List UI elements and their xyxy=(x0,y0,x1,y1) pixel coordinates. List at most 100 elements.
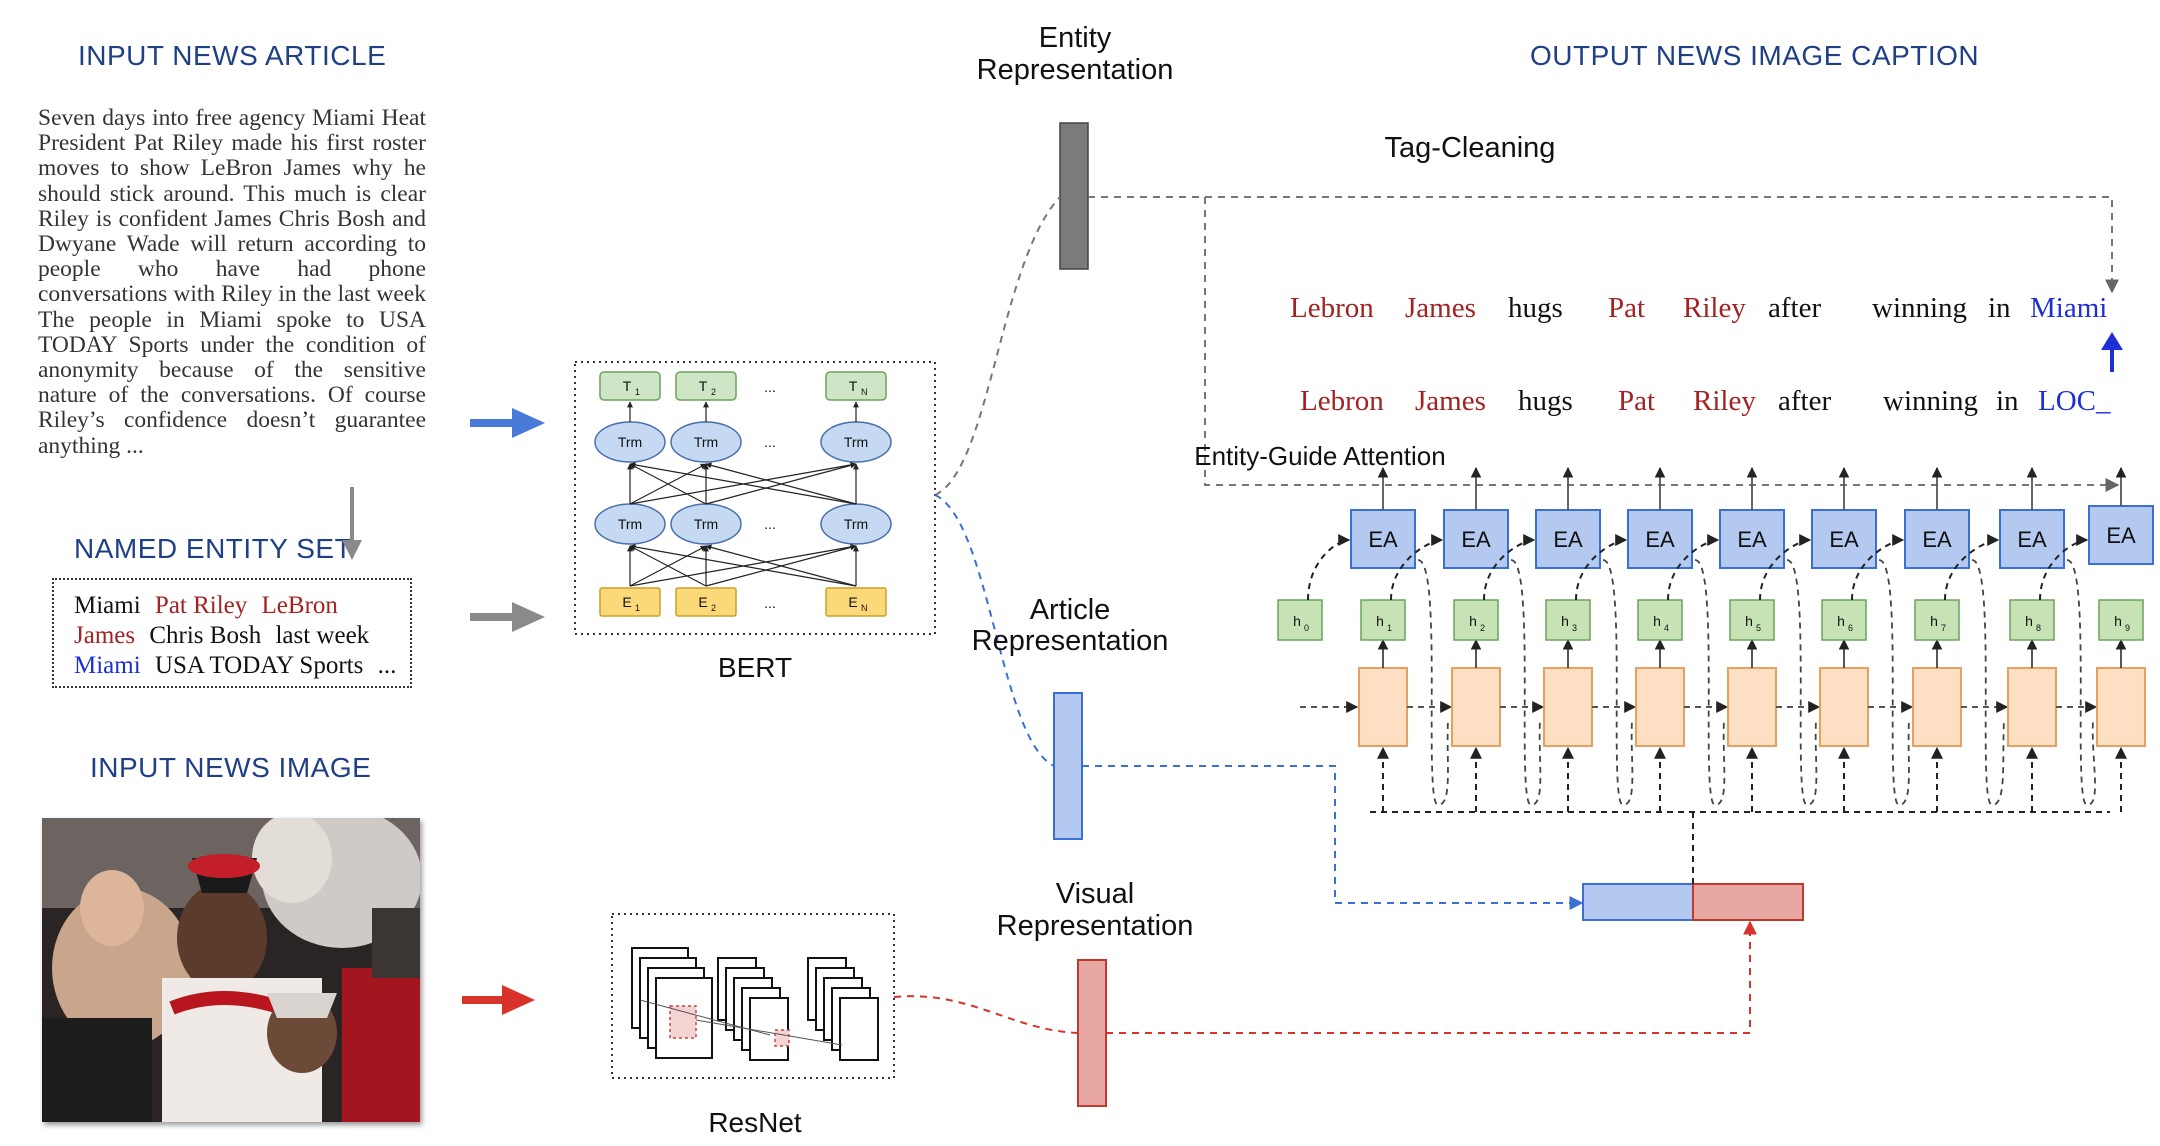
hidden-state-label: h xyxy=(1561,613,1569,629)
hidden-state-sub: 4 xyxy=(1664,623,1669,633)
hidden-state-box xyxy=(1821,599,1867,641)
bert-output-token xyxy=(675,371,737,401)
hidden-state-label: h xyxy=(2114,613,2122,629)
caption-word: Pat xyxy=(1608,292,1646,324)
bert-output-token-label: T xyxy=(849,378,858,394)
caption-word: James xyxy=(1415,385,1486,417)
attention-loop-edge xyxy=(1971,559,2005,806)
bert-input-token-label: E xyxy=(622,594,631,610)
caption-word: Miami xyxy=(2030,292,2108,324)
hidden-state-box xyxy=(1729,599,1775,641)
bert-output-token xyxy=(599,371,661,401)
resnet-projection-line xyxy=(695,1019,843,1046)
bert-label: BERT xyxy=(717,652,793,683)
fusion-article-part xyxy=(1582,883,1694,921)
hidden-state-sub: 5 xyxy=(1756,623,1761,633)
visual-rep-label-1: Visual xyxy=(1055,878,1135,910)
entity-attention-label: EA xyxy=(1922,527,1952,552)
bert-output-token-label: T xyxy=(623,378,632,394)
entity-pat-riley: Pat Riley xyxy=(154,592,248,619)
caption-word: in xyxy=(1988,292,2011,324)
image-input-arrow-icon xyxy=(502,985,535,1015)
caption-word: Lebron xyxy=(1300,385,1384,417)
entity-guide-attention-label: Entity-Guide Attention xyxy=(1194,441,1446,471)
caption-word: after xyxy=(1768,292,1822,324)
attention-loop-edge xyxy=(1786,559,1818,806)
hidden-to-attention-edge xyxy=(1483,534,1536,601)
bert-trm-label: Trm xyxy=(844,434,868,450)
entity-attention-label: EA xyxy=(1737,527,1767,552)
rnn-cell xyxy=(1543,667,1593,747)
rnn-cell xyxy=(1819,667,1869,747)
hidden-state-box xyxy=(1277,599,1323,641)
rnn-cell xyxy=(1635,667,1685,747)
caption-word: Pat xyxy=(1618,385,1656,417)
entity-attention-box xyxy=(1811,509,1877,569)
article-to-fusion-path xyxy=(1082,765,1584,910)
bert-input-token-label: E xyxy=(698,594,707,610)
attention-loop-edge xyxy=(1694,559,1726,806)
bert-to-entity-connector xyxy=(934,196,1061,496)
bert-trm-label: Trm xyxy=(694,434,718,450)
input-news-photo xyxy=(42,818,420,1122)
bert-edge xyxy=(629,545,707,587)
bert-box xyxy=(574,361,936,635)
caption-word: after xyxy=(1778,385,1832,417)
caption-word: LOC_ xyxy=(2038,385,2111,417)
resnet-feature-map xyxy=(839,997,879,1061)
rnn-cell xyxy=(2096,667,2146,747)
bert-edge xyxy=(629,543,857,587)
hidden-to-attention-edge xyxy=(1944,534,2000,601)
tag-cleaning-label: Tag-Cleaning xyxy=(1384,132,1556,164)
entity-input-arrow-icon xyxy=(512,602,545,632)
entity-usa-today: USA TODAY Sports xyxy=(154,652,364,679)
bert-input-token xyxy=(599,587,661,617)
attention-loop-edge xyxy=(2066,559,2096,806)
tag-cleaning-path xyxy=(1088,196,2119,294)
bert-trm-label: Trm xyxy=(618,434,642,450)
named-entity-box: Miami Pat Riley LeBron James Chris Bosh … xyxy=(52,578,412,688)
hidden-state-label: h xyxy=(1745,613,1753,629)
hidden-to-attention-edge xyxy=(1851,534,1905,601)
entity-attention-label: EA xyxy=(1461,527,1491,552)
hidden-state-box xyxy=(1914,599,1960,641)
bert-trm-label: Trm xyxy=(694,516,718,532)
hidden-state-label: h xyxy=(1293,613,1301,629)
visual-representation-bar xyxy=(1077,959,1107,1107)
bert-edge xyxy=(705,544,857,587)
entity-james: James xyxy=(74,622,136,649)
bert-input-token xyxy=(675,587,737,617)
entity-line-1: Miami Pat Riley LeBron xyxy=(74,592,346,620)
bert-to-article-connector xyxy=(934,494,1055,767)
caption-word: in xyxy=(1996,385,2019,417)
entity-attention-label: EA xyxy=(1645,527,1675,552)
entity-line-2: James Chris Bosh last week xyxy=(74,622,377,650)
input-article-heading: INPUT NEWS ARTICLE xyxy=(78,40,387,71)
rnn-cell xyxy=(1451,667,1501,747)
bert-input-token xyxy=(825,587,887,617)
entity-miami-loc: Miami xyxy=(74,652,141,679)
replace-arrow-icon xyxy=(2101,332,2123,350)
hidden-state-label: h xyxy=(1653,613,1661,629)
resnet-to-visual-connector xyxy=(893,995,1079,1034)
hidden-state-label: h xyxy=(1837,613,1845,629)
entity-rep-label-2: Representation xyxy=(976,54,1174,86)
hidden-state-box xyxy=(1360,599,1406,641)
rnn-cell xyxy=(1727,667,1777,747)
resnet-receptive-field xyxy=(669,1005,697,1039)
hidden-state-label: h xyxy=(1930,613,1938,629)
caption-word: Lebron xyxy=(1290,292,1374,324)
rnn-cell xyxy=(2007,667,2057,747)
hidden-to-attention-edge xyxy=(1759,534,1812,601)
entity-representation-bar xyxy=(1059,122,1089,270)
hidden-to-attention-edge xyxy=(1667,534,1720,601)
entity-guide-attention-path xyxy=(1204,197,2120,492)
entity-lebron: LeBron xyxy=(261,592,338,619)
article-representation-bar xyxy=(1053,692,1083,840)
hidden-to-attention-edge xyxy=(1575,534,1628,601)
hidden-state-sub: 7 xyxy=(1941,623,1946,633)
